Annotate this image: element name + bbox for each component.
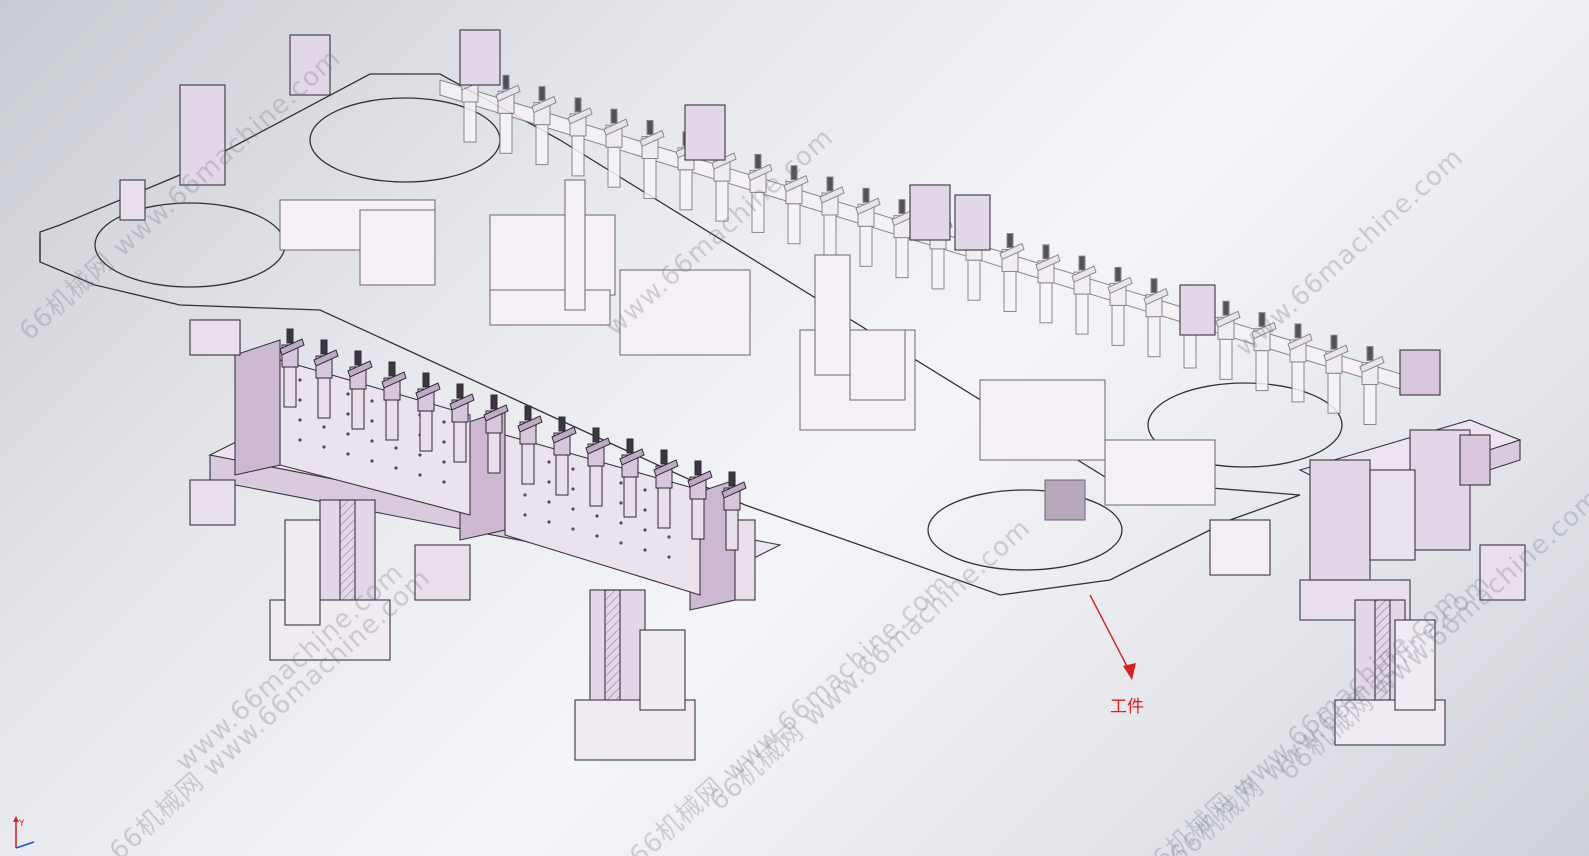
panel-hole — [298, 418, 302, 422]
ghost-slide-units — [279, 179, 1216, 521]
rear-left-fixture — [119, 29, 1216, 356]
panel-hole — [547, 460, 551, 464]
ghost-clamp — [495, 74, 521, 154]
panel-hole — [394, 446, 398, 450]
panel-hole — [619, 481, 623, 485]
ghost-clamp — [999, 233, 1025, 312]
ghost-clamp — [783, 165, 809, 245]
ghost-clamp — [747, 153, 773, 233]
toggle-clamp — [653, 449, 679, 529]
ghost-clamp — [1359, 346, 1385, 425]
toggle-clamp — [449, 383, 475, 463]
ghost-clamp — [1107, 266, 1133, 346]
toggle-clamp — [381, 361, 407, 441]
panel-hole — [643, 528, 647, 532]
toggle-clamp — [687, 460, 713, 540]
panel-hole — [442, 440, 446, 444]
toggle-clamp — [517, 405, 543, 485]
panel-hole — [370, 459, 374, 463]
front-clamp-row — [279, 328, 747, 551]
ghost-clamp — [711, 142, 737, 222]
panel-hole — [643, 548, 647, 552]
toggle-clamp — [415, 372, 441, 452]
panel-hole — [571, 467, 575, 471]
front-left-fixture — [189, 319, 782, 761]
toggle-clamp — [347, 350, 373, 430]
toggle-clamp — [279, 328, 305, 408]
ghost-clamp — [1323, 334, 1349, 414]
toggle-clamp — [619, 438, 645, 518]
panel-hole — [298, 378, 302, 382]
workpiece-callout-arrow — [1089, 594, 1136, 680]
panel-hole — [322, 445, 326, 449]
ghost-clamp — [567, 97, 593, 177]
panel-hole — [619, 501, 623, 505]
right-fixture — [1209, 349, 1526, 746]
panel-hole — [346, 392, 350, 396]
panel-hole — [346, 432, 350, 436]
toggle-clamp — [313, 339, 339, 419]
panel-hole — [571, 507, 575, 511]
panel-hole — [346, 452, 350, 456]
panel-hole — [643, 508, 647, 512]
ghost-clamp — [819, 176, 845, 256]
toggle-clamp — [551, 416, 577, 496]
panel-hole — [571, 487, 575, 491]
panel-hole — [595, 514, 599, 518]
toggle-clamp — [483, 394, 509, 474]
ghost-clamp — [1215, 300, 1241, 380]
panel-hole — [370, 419, 374, 423]
ghost-clamp — [531, 86, 557, 166]
panel-hole — [298, 438, 302, 442]
toggle-clamp — [585, 427, 611, 507]
panel-hole — [619, 541, 623, 545]
ghost-clamp — [1071, 255, 1097, 335]
panel-hole — [442, 480, 446, 484]
panel-hole — [370, 439, 374, 443]
panel-hole — [394, 466, 398, 470]
panel-hole — [547, 520, 551, 524]
axis-y-label: Y — [18, 819, 25, 829]
panel-hole — [667, 535, 671, 539]
panel-hole — [571, 527, 575, 531]
panel-hole — [442, 420, 446, 424]
toggle-clamp — [721, 471, 747, 551]
ghost-clamp — [1251, 312, 1277, 392]
ghost-clamp — [1287, 323, 1313, 403]
panel-hole — [418, 453, 422, 457]
panel-hole — [523, 513, 527, 517]
panel-hole — [523, 493, 527, 497]
ghost-clamp — [855, 187, 881, 267]
panel-hole — [547, 500, 551, 504]
panel-hole — [418, 473, 422, 477]
ghost-clamp — [1143, 278, 1169, 358]
ghost-clamp — [1035, 244, 1061, 324]
panel-hole — [322, 425, 326, 429]
panel-hole — [595, 534, 599, 538]
ghost-clamp — [639, 120, 665, 199]
panel-hole — [643, 488, 647, 492]
panel-hole — [442, 460, 446, 464]
panel-hole — [298, 398, 302, 402]
panel-hole — [667, 555, 671, 559]
panel-hole — [619, 521, 623, 525]
panel-hole — [346, 412, 350, 416]
axis-triad-icon[interactable]: Y — [4, 812, 44, 852]
panel-hole — [370, 399, 374, 403]
ghost-clamp — [603, 108, 629, 188]
panel-hole — [547, 480, 551, 484]
workpiece-label: 工件 — [1110, 697, 1144, 717]
workpiece-outline — [39, 73, 1343, 596]
